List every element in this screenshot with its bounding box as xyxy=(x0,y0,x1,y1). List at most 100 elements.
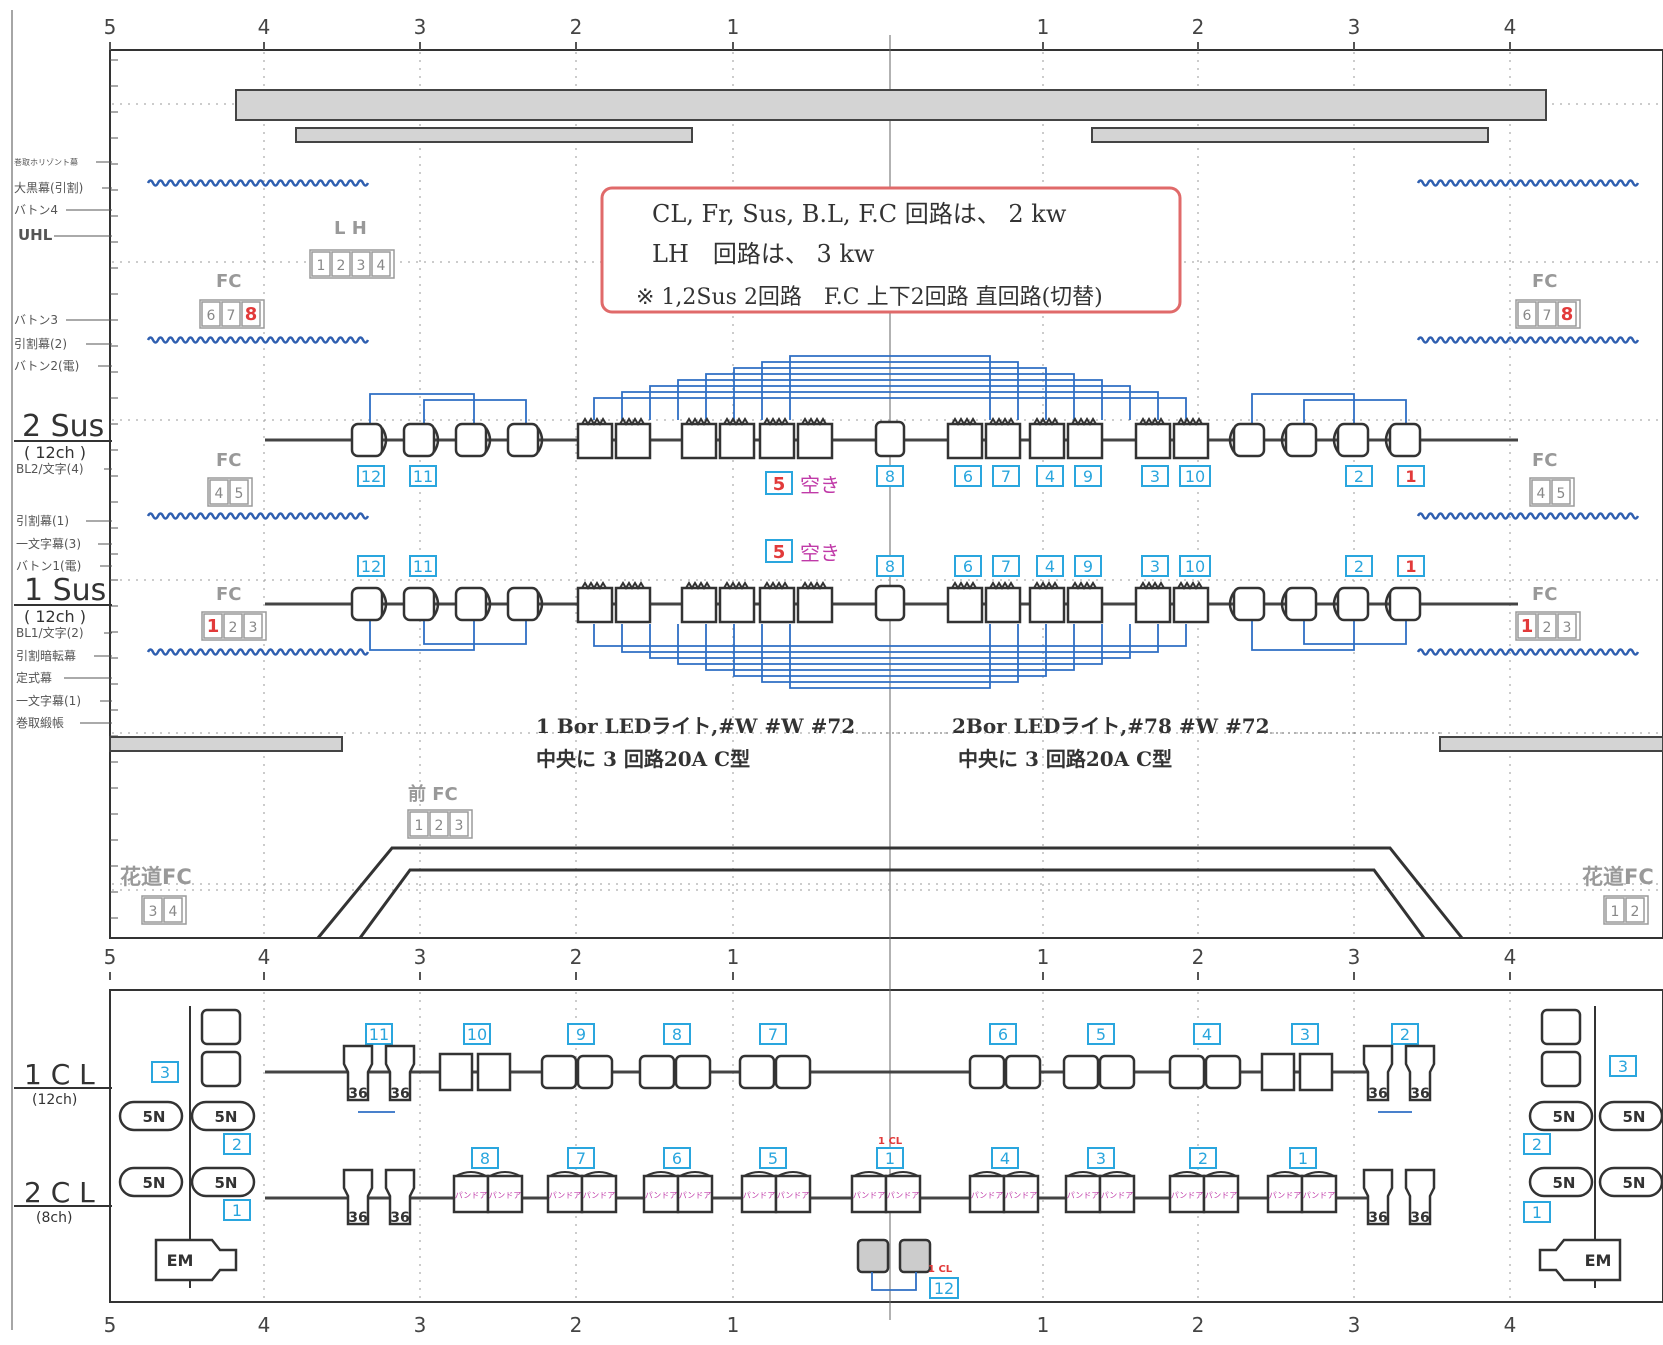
sus-spot-fixture xyxy=(1388,422,1422,458)
sus-spot-lens xyxy=(1332,591,1340,617)
fc-lower-left-cell xyxy=(223,613,243,639)
ruler-label: 4 xyxy=(258,15,271,39)
cl2-36-fixture xyxy=(1362,1168,1394,1226)
sus-spot-fixture xyxy=(506,586,540,622)
left-label-column: 巻取ホリゾント幕 大黒幕(引割) バトン4 UHL バトン3 引割幕(2) バト… xyxy=(14,157,112,1226)
fc-lower-left-num: 2 xyxy=(229,620,238,636)
cl2-circuit-tag xyxy=(567,1147,595,1169)
cl2-pan-fixture xyxy=(1202,1174,1240,1214)
sus-circuit-tag-text: 11 xyxy=(413,557,433,576)
sus-spot-lens xyxy=(1384,427,1392,453)
ruler-label: 1 xyxy=(727,1313,740,1337)
cl2-circuit-tag-text: 2 xyxy=(1198,1149,1208,1168)
fc-mid-right-num: 5 xyxy=(1557,486,1566,502)
sus-flood-fixture-top xyxy=(1071,581,1097,590)
fixtures xyxy=(350,417,1422,624)
cl1-pair-fixture xyxy=(1062,1054,1100,1090)
lh-box-num: 2 xyxy=(337,258,346,274)
cl2-pan-fixture-top xyxy=(1171,1171,1203,1177)
fc-lower-left-cell xyxy=(243,613,263,639)
ruler-label: 1 xyxy=(1037,1313,1050,1337)
sus-circuit-tag-text: 3 xyxy=(1150,467,1160,486)
vacant-lower: 5 空き xyxy=(765,539,840,565)
cl-5n-left-label: 5N xyxy=(143,1108,166,1126)
em-label-right: EM xyxy=(1585,1251,1612,1270)
sus-flood-fixture-top xyxy=(763,581,789,590)
cl2-pan-fixture-label: パンドア xyxy=(679,1191,711,1200)
vacant-upper-num: 5 xyxy=(773,474,786,495)
cl1-block-fixture xyxy=(1298,1052,1334,1092)
notice-box: CL, Fr, Sus, B.L, F.C 回路は、 2 kw LH 回路は、 … xyxy=(600,186,1182,314)
cl-5n-left-label: 5N xyxy=(215,1174,238,1192)
fc-lower-left-num: 1 xyxy=(207,616,220,637)
label-teishiki: 定式幕 xyxy=(16,670,52,685)
led-notes: 1 Bor LEDライト,#W #W #72 中央に 3 回路20A C型 2B… xyxy=(536,714,1270,771)
fc-mid-right-cell xyxy=(1531,479,1551,505)
label-ichimonji3: 一文字幕(3) xyxy=(16,536,81,551)
cl2-circuit-tag-text: 1 xyxy=(1298,1149,1308,1168)
circuit-wire xyxy=(761,361,1019,420)
curtain-wave-left xyxy=(146,648,370,656)
fc-lower-right-cell xyxy=(1557,613,1577,639)
cl1-circuit-tag-text: 3 xyxy=(1300,1025,1310,1044)
fc-upper-left-num: 7 xyxy=(227,308,236,324)
cl2-pan-fixture xyxy=(580,1174,618,1214)
sus-spot-lens xyxy=(1332,427,1340,453)
sus-spot-fixture xyxy=(350,586,384,622)
sus-circuit-tag-text: 9 xyxy=(1083,557,1093,576)
cl1-block-fixture xyxy=(1260,1052,1296,1092)
ruler-label: 3 xyxy=(1348,1313,1361,1337)
curtain-wave-left xyxy=(146,179,370,187)
ruler-label: 4 xyxy=(258,945,271,969)
cl-side-tag-2-right-text: 2 xyxy=(1532,1135,1542,1154)
sus-flood-fixture xyxy=(1028,422,1066,460)
circuit-wire xyxy=(593,397,1187,420)
sus-circuit-tag xyxy=(954,465,982,487)
notice-line3: ※ 1,2Sus 2回路 F.C 上下2回路 直回路(切替) xyxy=(636,285,1103,310)
cl2-circuit-tag-text: 3 xyxy=(1096,1149,1106,1168)
sus-circuit-tag xyxy=(409,555,437,577)
cl1-circuit-tag xyxy=(1391,1023,1419,1045)
cl2-circuit-tag xyxy=(1289,1147,1317,1169)
fc-lower-right-num: 2 xyxy=(1543,620,1552,636)
curtain-wave-right xyxy=(1416,179,1640,187)
circuit-wire xyxy=(423,399,527,424)
sus-circuit-tag xyxy=(1036,465,1064,487)
sus-flood-fixture-top xyxy=(989,417,1015,426)
ruler-label: 5 xyxy=(104,15,117,39)
cl-bottom-tag-text: 12 xyxy=(934,1279,954,1298)
label-hikiwari-anten: 引割暗転幕 xyxy=(16,648,76,663)
sus-flood-fixture-top xyxy=(1071,417,1097,426)
cl2-circuit-tag-text: 7 xyxy=(576,1149,586,1168)
sus-flood-fixture xyxy=(718,586,756,624)
fc-front-cell xyxy=(409,811,429,837)
curtain-wave-right xyxy=(1416,648,1640,656)
cl2-pan-fixture-top xyxy=(583,1171,615,1177)
fc-title-mid-left: FC xyxy=(216,450,242,471)
sus-circuit-tag-text: 1 xyxy=(1405,467,1416,486)
fc-hanamichi-left-cell xyxy=(143,897,163,923)
label-sus2: 2 Sus xyxy=(22,409,104,444)
fc-upper-left-cell xyxy=(221,301,241,327)
label-sus1-ch: ( 12ch ) xyxy=(24,607,86,626)
sus-circuit-tag-text: 7 xyxy=(1001,467,1011,486)
cl-side-tag-right xyxy=(1609,1055,1637,1077)
fc-upper-left-cell xyxy=(241,301,261,327)
notice-line2: LH 回路は、 3 kw xyxy=(652,240,875,268)
sus-flood-fixture-top xyxy=(685,417,711,426)
cl-side-tag-right-text: 3 xyxy=(1618,1057,1628,1076)
sus-flood-fixture-top xyxy=(801,581,827,590)
cl2-36-fixture-label: 36 xyxy=(348,1210,367,1226)
fc-title-low-right: FC xyxy=(1532,584,1558,605)
cl2-pan-fixture-label: パンドア xyxy=(1303,1191,1335,1200)
ruler-label: 3 xyxy=(1348,15,1361,39)
lh-box-cell xyxy=(371,251,391,277)
cl2-pan-fixture-label: パンドア xyxy=(489,1191,521,1200)
label-sus2-ch: ( 12ch ) xyxy=(24,443,86,462)
label-ichimonji1: 一文字幕(1) xyxy=(16,693,81,708)
sus-circuit-tag xyxy=(357,555,385,577)
lh-box-cell xyxy=(351,251,371,277)
circuit-wire xyxy=(369,393,475,424)
cl2-pan-fixture xyxy=(1266,1174,1304,1214)
led-left-line2: 中央に 3 回路20A C型 xyxy=(536,747,750,771)
